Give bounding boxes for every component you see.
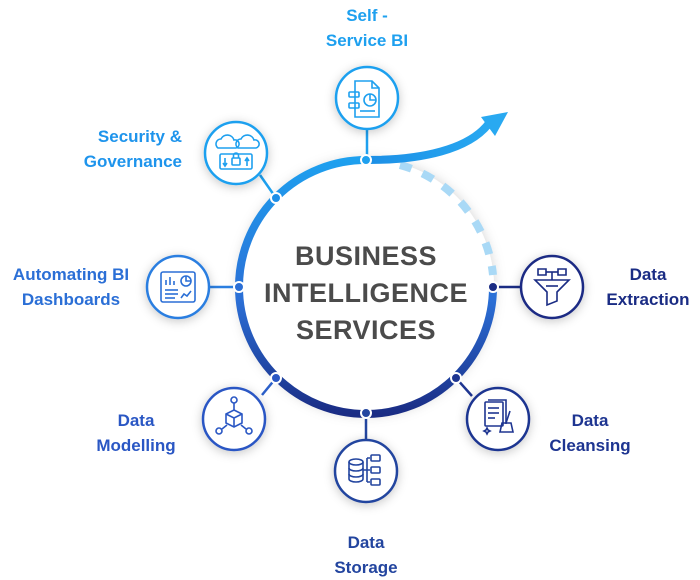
center-title: BUSINESS INTELLIGENCE SERVICES bbox=[250, 238, 482, 349]
funnel-folders-icon bbox=[533, 268, 571, 307]
node-automating-bi-dashboards bbox=[145, 254, 211, 320]
label-security-governance: Security & Governance bbox=[83, 127, 182, 171]
node-security-governance bbox=[203, 120, 269, 186]
label-automating-bi-dashboards: Automating BI Dashboards bbox=[12, 265, 130, 309]
node-data-extraction bbox=[519, 254, 585, 320]
dashboard-icon bbox=[160, 271, 196, 303]
label-data-cleansing: Data Cleansing bbox=[549, 411, 631, 455]
label-data-modelling: Data Modelling bbox=[96, 411, 176, 455]
center-title-line-2: INTELLIGENCE bbox=[263, 278, 468, 308]
ring-dashed-arc bbox=[398, 161, 497, 276]
node-data-modelling bbox=[201, 386, 267, 452]
node-data-cleansing bbox=[465, 386, 531, 452]
cloud-lock-icon bbox=[215, 134, 260, 170]
label-data-storage: Data Storage bbox=[334, 533, 398, 577]
label-data-extraction: Data Extraction bbox=[606, 265, 690, 309]
ring-dots bbox=[233, 154, 499, 419]
center-title-line-1: BUSINESS bbox=[294, 241, 438, 271]
node-data-storage bbox=[333, 438, 399, 504]
growth-arrow bbox=[364, 112, 508, 164]
report-document-icon bbox=[348, 80, 380, 118]
document-broom-icon bbox=[482, 399, 514, 436]
cube-network-icon bbox=[215, 396, 253, 435]
node-self-service-bi bbox=[334, 65, 400, 131]
center-title-line-3: SERVICES bbox=[295, 315, 437, 345]
label-self-service-bi: Self - Service BI bbox=[325, 6, 409, 50]
database-folders-icon bbox=[348, 454, 381, 486]
